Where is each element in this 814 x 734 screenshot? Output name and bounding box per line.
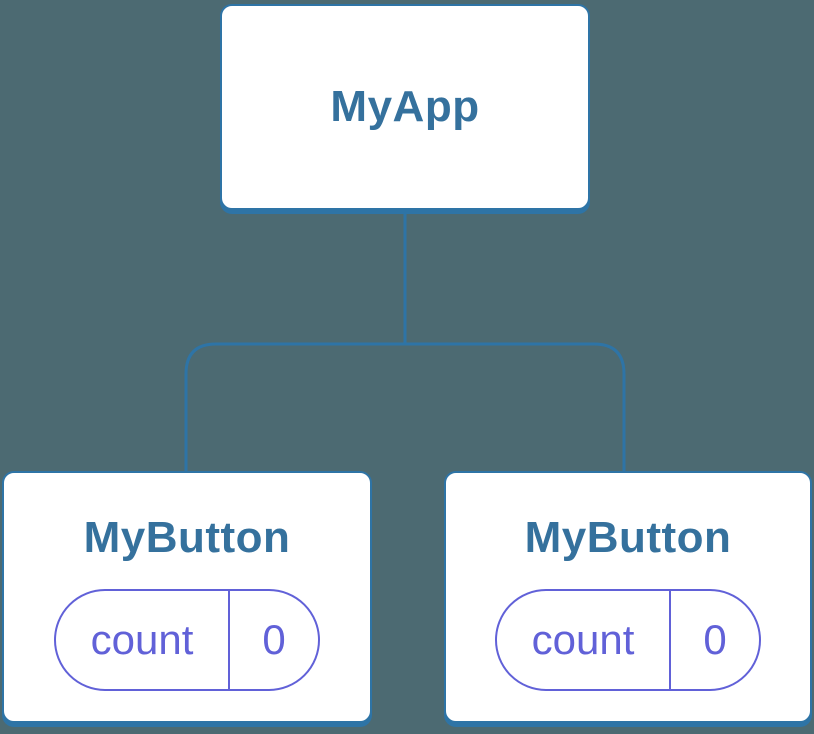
state-value: 0	[228, 591, 318, 689]
state-pill: count 0	[54, 589, 320, 691]
node-title: MyButton	[524, 513, 732, 562]
node-title: MyApp	[330, 82, 480, 131]
state-key: count	[90, 616, 194, 663]
component-node-myapp: MyApp	[220, 4, 590, 210]
node-title: MyButton	[83, 513, 291, 562]
component-node-mybutton-left: MyButton count 0	[2, 471, 372, 723]
state-key: count	[531, 616, 635, 663]
connector-branch-bracket	[184, 342, 626, 472]
state-pill: count 0	[495, 589, 761, 691]
component-node-mybutton-right: MyButton count 0	[444, 471, 812, 723]
state-value: 0	[669, 591, 759, 689]
